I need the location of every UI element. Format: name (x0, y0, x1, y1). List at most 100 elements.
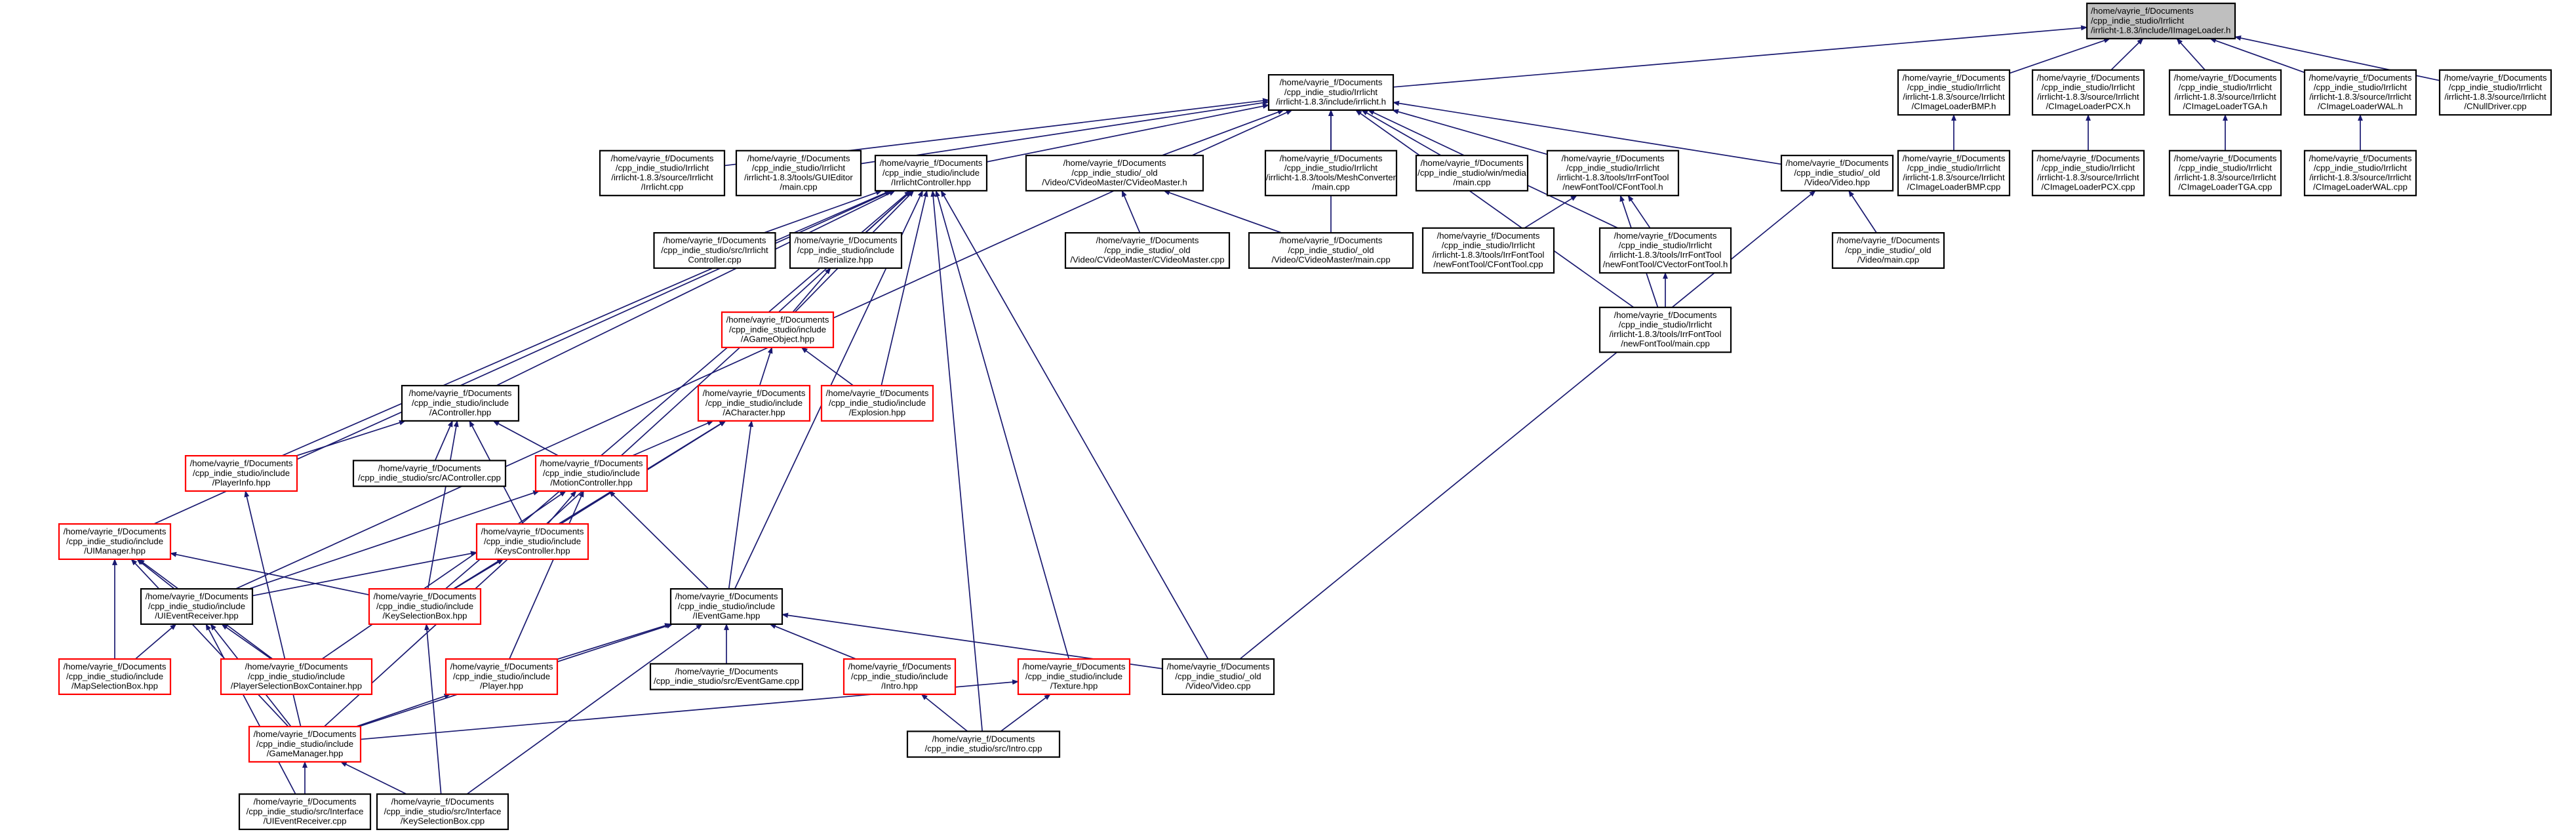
node-keyscontroller[interactable]: /home/vayrie_f/Documents/cpp_indie_studi… (475, 523, 589, 560)
node-intro_hpp[interactable]: /home/vayrie_f/Documents/cpp_indie_studi… (842, 658, 957, 695)
node-guieditor[interactable]: /home/vayrie_f/Documents/cpp_indie_studi… (735, 149, 862, 197)
node-box (906, 730, 1061, 758)
node-label-line: /home/vayrie_f/Documents (378, 464, 481, 473)
node-keyselectionbox[interactable]: /home/vayrie_f/Documents/cpp_indie_studi… (368, 587, 482, 625)
node-layer: /home/vayrie_f/Documents/cpp_indie_studi… (58, 2, 2552, 830)
edge-line (453, 420, 726, 589)
edge-ieventgame-to-acharacter (728, 420, 754, 589)
node-acontroller_cpp[interactable]: /home/vayrie_f/Documents/cpp_indie_studi… (352, 460, 507, 487)
node-label-line: /newFontTool/CFontTool.cpp (1433, 260, 1543, 269)
edge-cvideomaster_main-to-cvideomaster_h (1163, 190, 1282, 233)
node-winmedia[interactable]: /home/vayrie_f/Documents/cpp_indie_studi… (1415, 155, 1529, 192)
node-irrlicht_h[interactable]: /home/vayrie_f/Documents/cpp_indie_studi… (1267, 73, 1395, 111)
node-ieventgame[interactable]: /home/vayrie_f/Documents/cpp_indie_studi… (669, 587, 783, 625)
edge-line (454, 559, 504, 589)
node-irrcontroller_hpp[interactable]: /home/vayrie_f/Documents/cpp_indie_studi… (874, 155, 988, 192)
node-box (58, 658, 172, 695)
node-box (649, 663, 804, 690)
node-motioncontroller[interactable]: /home/vayrie_f/Documents/cpp_indie_studi… (534, 454, 648, 492)
edge-line (2209, 38, 2305, 73)
node-label-line: /home/vayrie_f/Documents (1280, 153, 1383, 163)
node-irrlicht_cpp[interactable]: /home/vayrie_f/Documents/cpp_indie_studi… (599, 149, 726, 197)
node-video_cpp[interactable]: /home/vayrie_f/Documents/cpp_indie_studi… (1161, 658, 1275, 695)
node-box (352, 460, 507, 487)
edge-line (860, 100, 1269, 165)
node-label-line: /home/vayrie_f/Documents (2309, 73, 2412, 83)
node-label-line: /main.cpp (780, 182, 817, 192)
edge-bmp_h-to-root (2009, 38, 2110, 74)
node-box (248, 725, 362, 763)
node-gamemanager[interactable]: /home/vayrie_f/Documents/cpp_indie_studi… (248, 725, 362, 763)
node-label-line: /CImageLoaderPCX.h (2046, 102, 2130, 111)
node-cfonttool_h[interactable]: /home/vayrie_f/Documents/cpp_indie_studi… (1546, 149, 1680, 197)
node-cfonttool_cpp[interactable]: /home/vayrie_f/Documents/cpp_indie_studi… (1421, 227, 1555, 274)
node-wal_h[interactable]: /home/vayrie_f/Documents/cpp_indie_studi… (2303, 69, 2417, 116)
node-label-line: /Video/CVideoMaster/main.cpp (1271, 254, 1390, 264)
node-irrcontroller_cpp[interactable]: /home/vayrie_f/Documents/cpp_indie_studi… (653, 232, 776, 269)
node-box (401, 384, 520, 422)
node-cvideomaster_h[interactable]: /home/vayrie_f/Documents/cpp_indie_studi… (1025, 155, 1204, 192)
node-box (140, 587, 254, 625)
node-pcx_cpp[interactable]: /home/vayrie_f/Documents/cpp_indie_studi… (2031, 149, 2145, 197)
edge-texture-to-irrcontroller_hpp (935, 189, 1070, 660)
node-box (1780, 155, 1894, 192)
node-meshconv[interactable]: /home/vayrie_f/Documents/cpp_indie_studi… (1264, 149, 1398, 197)
node-box (2168, 69, 2282, 116)
node-cvideomaster_main[interactable]: /home/vayrie_f/Documents/cpp_indie_studi… (1248, 232, 1414, 269)
node-player[interactable]: /home/vayrie_f/Documents/cpp_indie_studi… (445, 658, 559, 695)
node-acontroller[interactable]: /home/vayrie_f/Documents/cpp_indie_studi… (401, 384, 520, 422)
node-box (697, 384, 811, 422)
node-box (789, 232, 903, 269)
node-video_hpp[interactable]: /home/vayrie_f/Documents/cpp_indie_studi… (1780, 155, 1894, 192)
node-pcx_h[interactable]: /home/vayrie_f/Documents/cpp_indie_studi… (2031, 69, 2145, 116)
node-explosion[interactable]: /home/vayrie_f/Documents/cpp_indie_studi… (820, 384, 934, 422)
node-label-line: /home/vayrie_f/Documents (1421, 158, 1524, 168)
node-label-line: /cpp_indie_studio/src/Intro.cpp (925, 744, 1042, 753)
edge-intro_cpp-to-intro_hpp (921, 694, 968, 732)
node-iserialize[interactable]: /home/vayrie_f/Documents/cpp_indie_studi… (789, 232, 903, 269)
node-bmp_cpp[interactable]: /home/vayrie_f/Documents/cpp_indie_studi… (1897, 149, 2011, 197)
node-label-line: /cpp_indie_studio/include (882, 168, 980, 178)
node-label-line: /home/vayrie_f/Documents (2091, 6, 2194, 16)
node-video_main[interactable]: /home/vayrie_f/Documents/cpp_indie_studi… (1831, 232, 1945, 269)
edge-line (1393, 100, 1782, 165)
node-keyselectionbox_cpp[interactable]: /home/vayrie_f/Documents/cpp_indie_studi… (376, 793, 509, 830)
node-bmp_h[interactable]: /home/vayrie_f/Documents/cpp_indie_studi… (1897, 69, 2011, 116)
node-label-line: /irrlicht-1.8.3/source/Irrlicht (2174, 92, 2276, 102)
node-texture[interactable]: /home/vayrie_f/Documents/cpp_indie_studi… (1017, 658, 1131, 695)
node-eventgame_cpp[interactable]: /home/vayrie_f/Documents/cpp_indie_studi… (649, 663, 804, 690)
node-box (368, 587, 482, 625)
node-uieventreceiver[interactable]: /home/vayrie_f/Documents/cpp_indie_studi… (140, 587, 254, 625)
node-uimanager[interactable]: /home/vayrie_f/Documents/cpp_indie_studi… (58, 523, 172, 560)
node-nulldriver[interactable]: /home/vayrie_f/Documents/cpp_indie_studi… (2438, 69, 2552, 116)
node-fonttool_main[interactable]: /home/vayrie_f/Documents/cpp_indie_studi… (1598, 306, 1732, 353)
node-label-line: /cpp_indie_studio/Irrlicht (1907, 83, 2001, 92)
node-label-line: /cpp_indie_studio/Irrlicht (2091, 16, 2185, 26)
edge-line (632, 420, 714, 456)
node-playerselectionbox[interactable]: /home/vayrie_f/Documents/cpp_indie_studi… (220, 658, 373, 695)
node-label-line: /cpp_indie_studio/src/Irrlicht (661, 245, 768, 255)
node-root[interactable]: /home/vayrie_f/Documents/cpp_indie_studi… (2086, 2, 2236, 39)
node-tga_cpp[interactable]: /home/vayrie_f/Documents/cpp_indie_studi… (2168, 149, 2282, 197)
edge-motioncontroller-to-acontroller (492, 420, 559, 456)
node-box (1025, 155, 1204, 192)
node-label-line: /Intro.hpp (881, 681, 918, 690)
node-label-line: /home/vayrie_f/Documents (1786, 158, 1889, 168)
node-wal_cpp[interactable]: /home/vayrie_f/Documents/cpp_indie_studi… (2303, 149, 2417, 197)
node-playerinfo[interactable]: /home/vayrie_f/Documents/cpp_indie_studi… (184, 454, 298, 492)
edge-playerselectionbox-to-uieventreceiver (221, 624, 272, 660)
node-label-line: /PlayerSelectionBoxContainer.hpp (231, 681, 362, 690)
node-uieventreceiver_cpp[interactable]: /home/vayrie_f/Documents/cpp_indie_studi… (238, 793, 372, 830)
edge-line (434, 420, 453, 461)
node-mapselectionbox[interactable]: /home/vayrie_f/Documents/cpp_indie_studi… (58, 658, 172, 695)
node-cvideomaster_cpp[interactable]: /home/vayrie_f/Documents/cpp_indie_studi… (1064, 232, 1231, 269)
node-label-line: /Video/CVideoMaster/CVideoMaster.cpp (1070, 254, 1224, 264)
node-intro_cpp[interactable]: /home/vayrie_f/Documents/cpp_indie_studi… (906, 730, 1061, 758)
node-box (1546, 149, 1680, 197)
node-label-line: /PlayerInfo.hpp (212, 477, 271, 487)
node-acharacter[interactable]: /home/vayrie_f/Documents/cpp_indie_studi… (697, 384, 811, 422)
node-cvectorfonttool_h[interactable]: /home/vayrie_f/Documents/cpp_indie_studi… (1598, 227, 1732, 274)
node-tga_h[interactable]: /home/vayrie_f/Documents/cpp_indie_studi… (2168, 69, 2282, 116)
edge-video_cpp-to-irrcontroller_hpp (940, 190, 1209, 660)
node-agameobject[interactable]: /home/vayrie_f/Documents/cpp_indie_studi… (721, 311, 835, 349)
